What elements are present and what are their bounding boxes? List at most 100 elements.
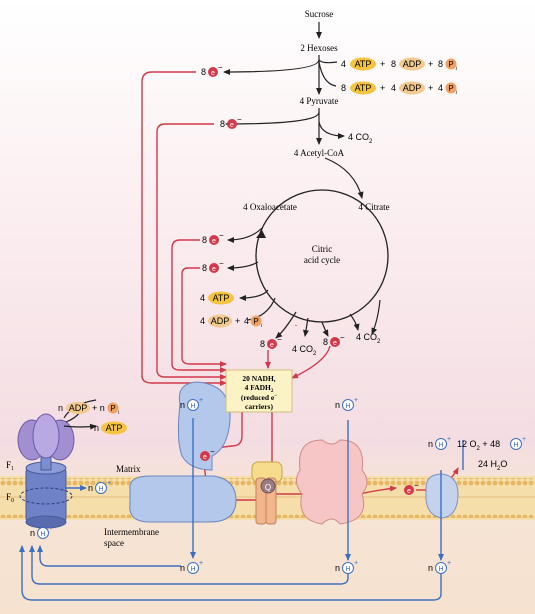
co2-labels: 4 CO2 4 CO2 4 CO2 (292, 132, 381, 357)
svg-text:+: + (522, 436, 526, 443)
svg-text:n: n (180, 563, 185, 573)
row2-adp-coef: 4 (391, 83, 396, 93)
svg-text:−: − (219, 259, 224, 268)
svg-text:e: e (407, 488, 411, 495)
svg-text:−: − (340, 333, 345, 342)
electron-badge-complex-i: e − (200, 447, 215, 461)
pyruvate-label: 4 Pyruvate (300, 96, 339, 106)
oxaloacetate-label: 4 Oxaloacetate (243, 202, 297, 212)
svg-text:4 CO2: 4 CO2 (356, 332, 381, 345)
row2-atp: ATP (355, 83, 372, 93)
complex-ii: Q (251, 461, 283, 525)
electron-badge-cycle-1: 8 e − (202, 231, 224, 245)
svg-text:H: H (438, 442, 443, 449)
pi-badge (250, 315, 262, 327)
svg-text:n: n (428, 563, 433, 573)
svg-text:(reduced e−: (reduced e− (241, 393, 277, 402)
svg-text:i: i (456, 90, 457, 96)
cycle-atp: ATP (213, 293, 230, 303)
o2-label: 12 O (457, 439, 477, 449)
svg-text:−: − (210, 447, 215, 456)
row1-atp-coef: 4 (341, 59, 346, 69)
svg-text:+: + (447, 560, 451, 567)
carrier-line2: 4 FADH (245, 383, 271, 392)
svg-text:n: n (428, 439, 433, 449)
svg-text:e: e (212, 238, 216, 245)
svg-text:H: H (40, 531, 45, 538)
svg-text:+: + (49, 525, 53, 532)
svg-text:H: H (345, 566, 350, 573)
synthase-pi: P (110, 404, 115, 413)
svg-text:−: − (219, 231, 224, 240)
adp-badge (208, 314, 232, 328)
svg-text:i: i (261, 323, 262, 329)
electron-badge-cycle-2: 8 e − (202, 259, 224, 273)
row1-atp: ATP (355, 59, 372, 69)
proton-flow-arrows (19, 418, 464, 601)
complex-iii (296, 439, 368, 525)
carrier-line3: (reduced e (241, 393, 275, 402)
svg-text:−: − (218, 63, 223, 72)
pi-badge (445, 58, 457, 70)
svg-text:e: e (203, 454, 207, 461)
svg-text:+: + (447, 436, 451, 443)
intermembrane-label2: space (104, 538, 124, 548)
proton-badge-synthase-ims: n H + (30, 525, 53, 539)
proton-badges: n H + n H + n H + n H + n H + (30, 397, 451, 574)
svg-text:−: − (414, 481, 419, 490)
svg-text:8: 8 (323, 337, 328, 347)
svg-text:H: H (190, 566, 195, 573)
synthase-atp: ATP (106, 423, 123, 433)
proton-badge-complex-iv-ims: n H + (428, 560, 451, 574)
cycle-atp-coef: 4 (200, 293, 205, 303)
adp-badge (399, 57, 425, 71)
svg-text:n: n (30, 528, 35, 538)
synthase-proton-prefix: n (88, 483, 93, 493)
svg-text:H: H (438, 566, 443, 573)
glycolysis-yield-row1: 4 ATP + 8 ADP + 8 P i (341, 57, 457, 72)
atp-badge (350, 81, 376, 95)
electron-badge-cycle-4: 8 e − (323, 333, 345, 347)
row2-pi-coef: 4 (438, 83, 443, 93)
svg-text:H: H (345, 403, 350, 410)
svg-text:e: e (333, 340, 337, 347)
intermembrane-label1: Intermembrane (104, 527, 159, 537)
synthase-adp: ADP (69, 403, 88, 413)
svg-text:H: H (98, 486, 103, 493)
citrate-label: 4 Citrate (358, 202, 389, 212)
cycle-branch-arrows (227, 227, 381, 339)
proton-badge-complex-i-ims: n H + (180, 560, 203, 574)
svg-text:+: + (354, 560, 358, 567)
synthase-atp-prefix: n (94, 423, 99, 433)
water-label: 24 H (478, 459, 497, 469)
co2-pyruvate-label: 4 CO (348, 132, 369, 142)
carrier-line1: 20 NADH, (242, 374, 275, 383)
atp-badge (208, 291, 234, 305)
atp-badge (101, 421, 127, 435)
proton-badge-oxidase (510, 438, 522, 450)
svg-text:e: e (211, 70, 215, 77)
co2-cycle-b-label: 4 CO (356, 332, 377, 342)
f0-label: F (6, 492, 11, 502)
q-label: Q (265, 483, 271, 492)
atp-synthase-labels: n ADP + n P i n ATP n H + (58, 402, 127, 494)
glycolysis-yield-row2: 8 ATP + 4 ADP + 4 P i (341, 81, 457, 96)
pathway-arrows (223, 22, 364, 199)
electron-badge-pyruvate: 8 e − (220, 115, 242, 129)
cycle-pi: P (253, 317, 258, 326)
svg-text:e: e (212, 266, 216, 273)
svg-text:8: 8 (201, 67, 206, 77)
cycle-atp-yield: 4 ATP 4 ADP + 4 P i (200, 291, 262, 329)
cycle-label-line2: acid cycle (304, 255, 340, 265)
hexoses-label: 2 Hexoses (300, 43, 338, 53)
adp-badge (66, 402, 90, 414)
svg-text:i: i (456, 66, 457, 72)
membrane-labels: Matrix Intermembrane space F1 F0 (6, 460, 159, 548)
atp-synthase (17, 413, 75, 529)
svg-text:n: n (335, 400, 340, 410)
atp-badge (350, 57, 376, 71)
svg-text:−: − (237, 115, 242, 124)
svg-text:24 H2O: 24 H2O (478, 459, 507, 472)
synthase-plus: + n (92, 403, 105, 413)
svg-text:H: H (513, 442, 518, 449)
